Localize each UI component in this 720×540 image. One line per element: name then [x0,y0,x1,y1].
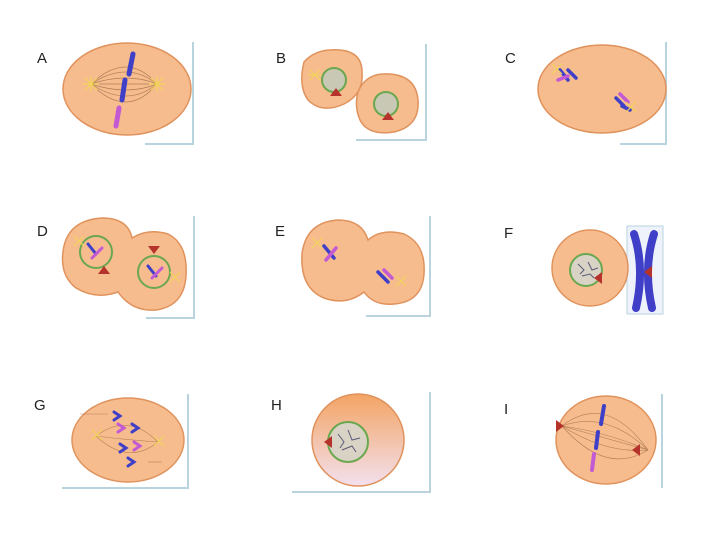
chromosomes [113,51,136,129]
chromosomes [86,242,164,280]
cell-body [537,44,667,134]
centrosome-icon [594,272,602,284]
aster-icon [73,235,181,283]
label-d: D [37,223,48,240]
aster-icon [149,76,165,92]
centromere-icon [644,266,652,278]
centrosome-icon [98,266,110,274]
chromatin [577,261,599,279]
label-b: B [276,50,287,67]
label-f: F [504,225,514,242]
chromosomes [112,410,143,468]
cell-diagram-i [555,394,663,488]
aster-icon [551,63,637,113]
cell-diagram-c [537,42,667,145]
label-i: I [504,401,509,418]
cell-body [301,219,425,305]
aster-icon [308,69,322,81]
nucleus [321,67,347,93]
cell-diagram-g [62,394,189,489]
label-g: G [34,397,46,414]
chromatin [337,429,361,453]
centrosome-icon [330,88,342,96]
cell-diagram-f [551,225,664,315]
chromosomes [590,404,606,472]
cell-diagram-b [301,44,427,141]
label-c: C [505,50,516,67]
spindle-fibers [80,413,162,463]
chromosomes [322,244,394,284]
nucleus [569,253,603,287]
centrosome-icon [324,436,332,448]
cell-body [555,395,657,485]
cell-diagram-h [292,392,431,493]
centrosome-icon [556,420,564,432]
cell-diagram-a [62,42,194,145]
aster-icon [311,237,407,287]
nucleus [373,91,399,117]
cell-body [71,397,185,483]
label-e: E [275,223,286,240]
cell-diagram-d [61,216,195,319]
centrosome-icon [632,444,640,456]
aster-icon [91,429,165,447]
centrosome-icon [382,112,394,120]
centrosome-icon [148,246,160,254]
chromosomes [556,68,632,112]
label-h: H [271,397,282,414]
aster-icon [83,76,99,92]
nucleus [327,421,369,463]
cell-diagram-e [301,216,431,317]
label-a: A [37,50,48,67]
cell-body [62,42,192,136]
